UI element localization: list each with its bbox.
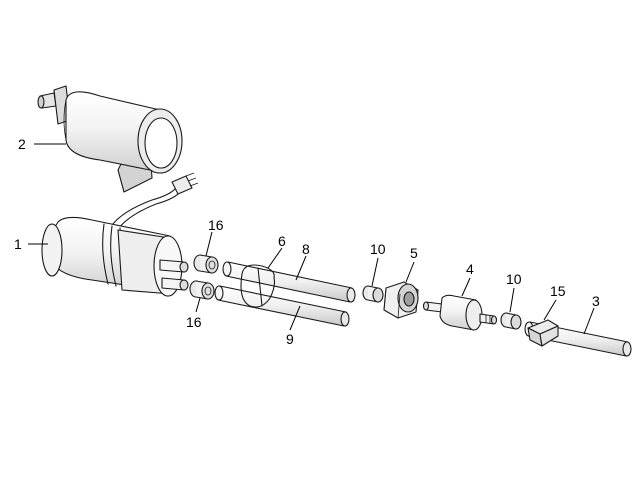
part-5-fitting: [383, 281, 419, 319]
part-8-fuel-hose-upper: [222, 261, 356, 303]
callout-6: 6: [278, 233, 286, 249]
part-9-fuel-hose-lower: [214, 285, 350, 327]
part-1-fuel-pump: [41, 216, 189, 297]
part-16-clamp-lower: [189, 280, 215, 300]
wire-harness: [109, 172, 199, 233]
callout-5: 5: [410, 245, 418, 261]
leader-lines: [28, 143, 595, 335]
callout-16-upper: 16: [208, 217, 224, 233]
callout-numbers: 2 1 16 16 6 8 9 10 5 4 10 15 3: [14, 136, 600, 347]
callout-15: 15: [550, 283, 566, 299]
part-16-clamp-upper: [193, 254, 219, 274]
callout-1: 1: [14, 236, 22, 252]
callout-16-lower: 16: [186, 314, 202, 330]
callout-2: 2: [18, 136, 26, 152]
callout-4: 4: [466, 261, 474, 277]
part-6-hose-strap: [240, 264, 276, 308]
callout-10-right: 10: [506, 271, 522, 287]
part-10-clamp-right: [500, 312, 522, 330]
callout-9: 9: [286, 331, 294, 347]
callout-10-left: 10: [370, 241, 386, 257]
callout-3: 3: [592, 293, 600, 309]
part-15-hose-clip: [527, 319, 559, 347]
part-4-fuel-filter: [422, 294, 498, 331]
part-10-clamp-left: [362, 285, 384, 303]
part-2-pump-cover: [37, 85, 183, 193]
callout-8: 8: [302, 241, 310, 257]
